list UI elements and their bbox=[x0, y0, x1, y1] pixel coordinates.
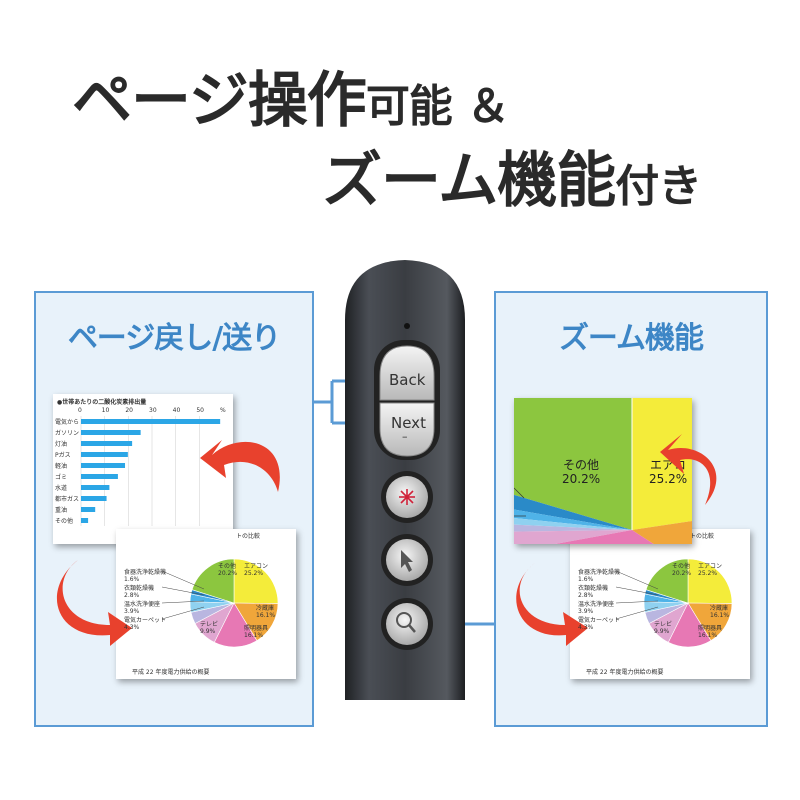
page-turn-title: ページ戻し/送り bbox=[67, 321, 281, 356]
bar-category-label: Pガス bbox=[55, 452, 71, 459]
arrow-zoom-out-icon bbox=[516, 562, 588, 646]
bar-tick-label: 30 bbox=[149, 407, 157, 414]
bar-chart-title: ●世帯あたりの二酸化炭素排出量 bbox=[57, 399, 147, 406]
bar-tick-label: 0 bbox=[78, 407, 82, 414]
bar-category-label: ゴミ bbox=[55, 474, 68, 481]
bar-category-label: 電気から bbox=[55, 419, 80, 426]
headline-line2-small: 付き bbox=[615, 161, 702, 212]
pie-slice bbox=[667, 602, 712, 648]
bar-tick-label: % bbox=[220, 407, 226, 414]
bar-chart-graphic bbox=[80, 416, 221, 526]
zoom-title: ズーム機能 bbox=[558, 321, 704, 356]
pie-chart-right bbox=[615, 558, 733, 648]
back-button-label: Back bbox=[389, 371, 426, 389]
back-next-connector bbox=[314, 379, 390, 425]
pie-slice bbox=[233, 558, 279, 604]
bar-rect bbox=[81, 485, 110, 490]
bar-category-label: その他 bbox=[55, 518, 74, 525]
pie-slice bbox=[233, 602, 279, 642]
bar-rect bbox=[81, 518, 89, 523]
bar-rect bbox=[81, 496, 107, 501]
bar-tick-label: 10 bbox=[101, 407, 110, 414]
pie-slice bbox=[687, 602, 733, 642]
bar-rect bbox=[81, 419, 221, 424]
bar-category-label: 重油 bbox=[55, 507, 68, 514]
magnifier-icon bbox=[396, 612, 416, 633]
arrow-back-icon bbox=[200, 440, 280, 492]
pie-chart-left bbox=[161, 558, 279, 648]
pie-card-footer: 平成 22 年度電力供給の概要 bbox=[132, 669, 210, 676]
arrow-next-icon bbox=[56, 560, 132, 646]
bar-chart-card: ●世帯あたりの二酸化炭素排出量 0 10 20 30 40 50% 電気からガソリン灯油 P… bbox=[53, 394, 233, 544]
pie-card-header: トの比較 bbox=[236, 533, 261, 540]
bar-tick-label: 40 bbox=[172, 407, 181, 414]
pie-card-header-right: トの比較 bbox=[690, 533, 715, 540]
pie-slice bbox=[191, 558, 235, 604]
bar-tick-label: 50 bbox=[196, 407, 204, 414]
bar-tick-label: 20 bbox=[125, 407, 133, 414]
zoom-label-other: その他 20.2% bbox=[562, 458, 601, 486]
bar-rect bbox=[81, 452, 128, 457]
bar-rect bbox=[81, 430, 141, 435]
bar-rect bbox=[81, 441, 133, 446]
headline-line1-main: ページ操作 bbox=[72, 66, 367, 136]
headline-line-1: ページ操作可能 ＆ bbox=[72, 52, 510, 139]
zoomed-pie-card: その他 20.2% エアコ 25.2% bbox=[514, 398, 692, 544]
back-button bbox=[379, 345, 435, 401]
headline-line2-main: ズーム機能 bbox=[322, 146, 616, 216]
arrow-zoom-in-icon bbox=[660, 434, 717, 505]
bar-category-label: ガソリン bbox=[55, 430, 80, 437]
zoomed-pie-graphic bbox=[514, 398, 692, 544]
headline-line-2: ズーム機能付き bbox=[322, 132, 702, 219]
bar-rect bbox=[81, 507, 96, 512]
next-button-sub: – bbox=[402, 430, 408, 443]
bar-category-label: 軽油 bbox=[55, 463, 68, 470]
next-button-label: Next bbox=[391, 414, 426, 432]
bar-category-label: 灯油 bbox=[55, 441, 68, 448]
next-button bbox=[379, 402, 435, 457]
bar-rect bbox=[81, 463, 126, 468]
bar-category-label: 水道 bbox=[55, 485, 68, 492]
bar-category-label: 都市ガス bbox=[55, 496, 80, 503]
pie-card-footer-right: 平成 22 年度電力供給の概要 bbox=[586, 669, 664, 676]
pie-slice bbox=[213, 602, 258, 648]
bar-rect bbox=[81, 474, 118, 479]
pie-slice bbox=[645, 558, 689, 604]
pie-slice bbox=[687, 558, 733, 604]
headline-line1-small: 可能 ＆ bbox=[365, 81, 510, 132]
page-turn-panel: ページ戻し/送り ●世帯あたりの二酸化炭素排出量 0 10 20 30 40 50% 電気… bbox=[34, 291, 314, 727]
cursor-icon bbox=[401, 550, 413, 572]
laser-icon bbox=[399, 489, 415, 505]
